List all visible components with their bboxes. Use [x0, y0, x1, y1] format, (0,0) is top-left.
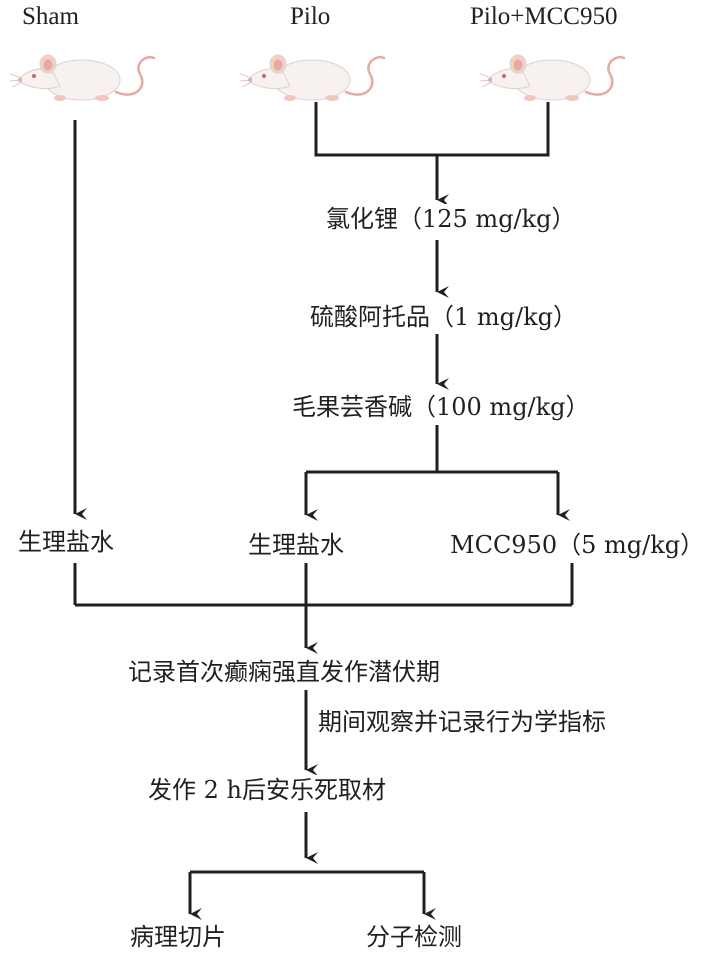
sacrifice-step: 发作 2 h后安乐死取材	[148, 775, 386, 805]
step-pilocarpine: 毛果芸香碱（100 mg/kg）	[292, 392, 590, 422]
treatment-mcc950: MCC950（5 mg/kg）	[450, 530, 705, 560]
group-label-pilo: Pilo	[290, 3, 331, 30]
outcome-molecular: 分子检测	[366, 923, 462, 951]
record-latency: 记录首次癫痫强直发作潜伏期	[128, 657, 440, 687]
step-licl: 氯化锂（125 mg/kg）	[326, 204, 576, 234]
observe-note: 期间观察并记录行为学指标	[318, 708, 606, 736]
group-label-pilo-mcc950: Pilo+MCC950	[470, 3, 618, 30]
step-atropine: 硫酸阿托品（1 mg/kg）	[310, 302, 578, 332]
treatment-saline-sham: 生理盐水	[18, 527, 114, 557]
outcome-pathology: 病理切片	[130, 923, 226, 951]
group-label-sham: Sham	[22, 3, 79, 30]
treatment-saline-pilo: 生理盐水	[248, 530, 344, 560]
